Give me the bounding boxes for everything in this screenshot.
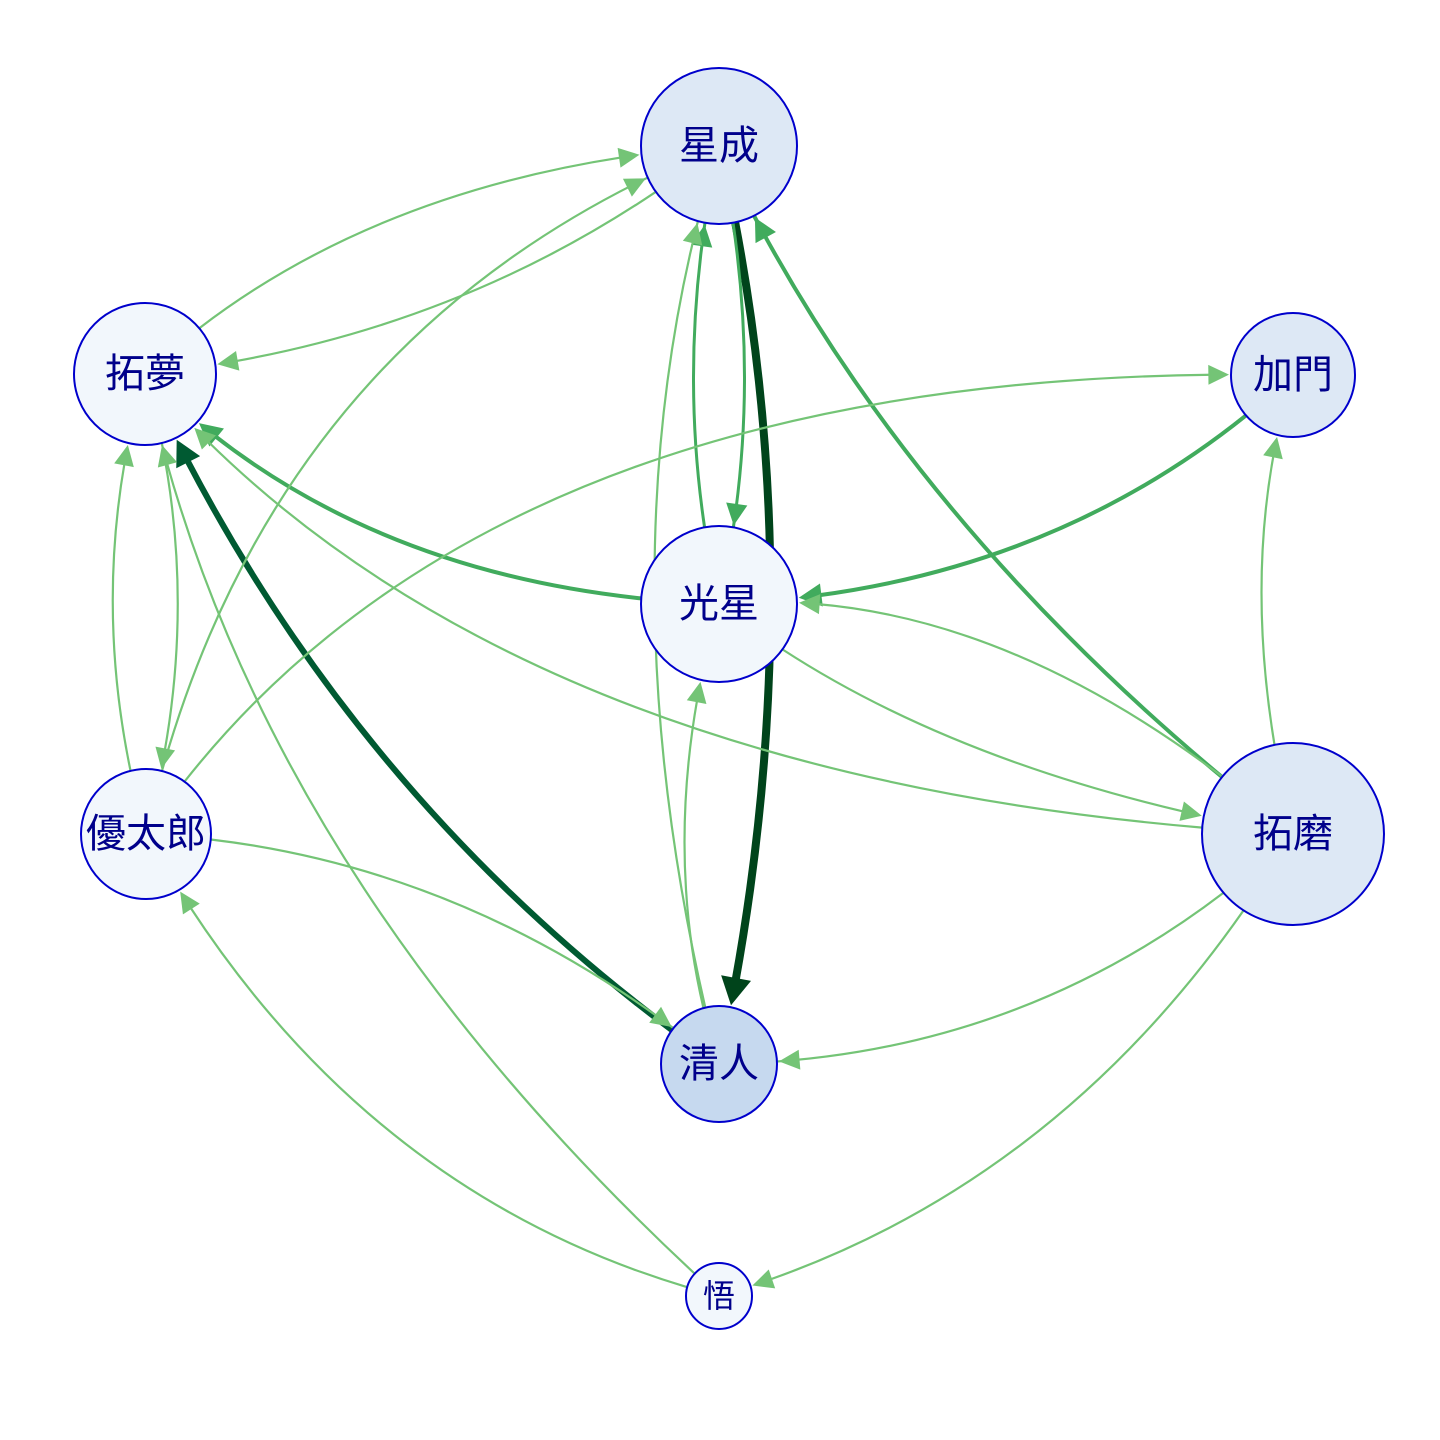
edge-arrowhead	[686, 681, 707, 704]
node-takumu[interactable]: 拓夢	[73, 302, 217, 446]
edge-arrowhead	[754, 217, 776, 244]
edge-arrowhead	[617, 147, 640, 168]
edge-satoru-to-yutaro	[180, 891, 689, 1289]
edge-takuma-to-kosei	[798, 594, 1224, 778]
node-label: 清人	[679, 1041, 759, 1087]
node-label: 星成	[679, 123, 759, 169]
edge-takumu-to-seisei	[198, 147, 640, 330]
edge-line	[160, 144, 721, 773]
edge-line	[111, 461, 132, 772]
edge-arrowhead	[649, 1006, 672, 1027]
edge-takuma-to-kamon	[1260, 436, 1283, 746]
node-circle[interactable]	[80, 768, 212, 900]
edge-line	[767, 909, 1245, 1281]
node-label: 拓磨	[1253, 811, 1333, 857]
edge-line	[212, 433, 644, 601]
edge-line	[183, 373, 1213, 783]
node-satoru[interactable]: 悟	[685, 1262, 753, 1330]
edge-kiyoto-to-takumu	[176, 439, 675, 1034]
edge-yutaro-to-kiyoto	[209, 838, 721, 1066]
node-circle[interactable]	[640, 525, 798, 683]
edge-line	[233, 190, 657, 363]
node-label: 拓夢	[105, 351, 185, 397]
edge-yutaro-to-kamon	[183, 364, 1230, 783]
node-kosei[interactable]: 光星	[640, 525, 798, 683]
node-circle[interactable]	[660, 1005, 778, 1123]
edge-kosei-to-takumu	[198, 423, 644, 601]
edge-kiyoto-to-kosei	[683, 681, 707, 1010]
edge-arrowhead	[176, 439, 201, 469]
node-kamon[interactable]: 加門	[1230, 312, 1356, 438]
edge-takumu-to-yutaro	[155, 441, 179, 769]
node-circle[interactable]	[1230, 312, 1356, 438]
edge-takuma-to-satoru	[752, 909, 1245, 1289]
edge-takuma-to-takumu	[194, 427, 1204, 829]
edge-arrowhead	[622, 178, 646, 197]
edge-arrowhead	[157, 444, 178, 468]
edge-arrowhead	[798, 594, 821, 615]
edge-takuma-to-kiyoto	[717, 891, 1225, 1070]
edge-line	[165, 460, 696, 1275]
edge-line	[205, 439, 1204, 829]
node-seisei[interactable]: 星成	[640, 67, 798, 225]
edge-yutaro-to-takumu	[111, 444, 134, 772]
node-label: 優太郎	[86, 811, 206, 857]
edge-arrowhead	[155, 746, 176, 769]
edge-line	[160, 441, 179, 753]
edge-arrowhead	[752, 1269, 776, 1289]
edge-line	[717, 891, 1225, 1066]
edge-line	[209, 838, 721, 1066]
edge-line	[188, 905, 689, 1289]
node-circle[interactable]	[1201, 742, 1385, 926]
edge-line	[683, 697, 705, 1010]
node-circle[interactable]	[640, 67, 798, 225]
edge-arrowhead	[114, 444, 134, 468]
edge-line	[815, 602, 1224, 778]
edge-arrowhead	[194, 427, 216, 450]
edge-arrowhead	[682, 223, 703, 246]
node-circle[interactable]	[685, 1262, 753, 1330]
node-kiyoto[interactable]: 清人	[660, 1005, 778, 1123]
edge-yutaro-to-seisei	[160, 144, 721, 773]
edge-arrowhead	[778, 1049, 801, 1070]
node-label: 加門	[1253, 352, 1333, 398]
edge-seisei-to-takumu	[217, 190, 657, 371]
node-label: 光星	[679, 581, 759, 627]
edge-kiyoto-to-seisei	[653, 144, 721, 1009]
node-circle[interactable]	[73, 302, 217, 446]
edge-arrowhead	[1208, 364, 1230, 385]
edge-line	[815, 413, 1249, 598]
edge-line	[1260, 453, 1276, 746]
node-yutaro[interactable]: 優太郎	[80, 768, 212, 900]
edge-line	[653, 144, 721, 1009]
edge-line	[717, 144, 1225, 780]
node-takuma[interactable]: 拓磨	[1201, 742, 1385, 926]
edge-line	[198, 156, 624, 330]
edge-takuma-to-seisei	[717, 144, 1225, 780]
edge-arrowhead	[217, 350, 240, 371]
edge-arrowhead	[726, 502, 748, 526]
edge-line	[183, 455, 675, 1034]
edge-kamon-to-kosei	[798, 413, 1249, 607]
edge-arrowhead	[180, 891, 200, 915]
edge-kosei-to-takuma	[781, 648, 1202, 821]
edge-arrowhead	[721, 975, 752, 1006]
edge-line	[781, 648, 1186, 813]
node-label: 悟	[703, 1277, 735, 1315]
edge-arrowhead	[1179, 801, 1202, 821]
edge-arrowhead	[1263, 436, 1283, 460]
edge-satoru-to-takumu	[157, 444, 696, 1275]
